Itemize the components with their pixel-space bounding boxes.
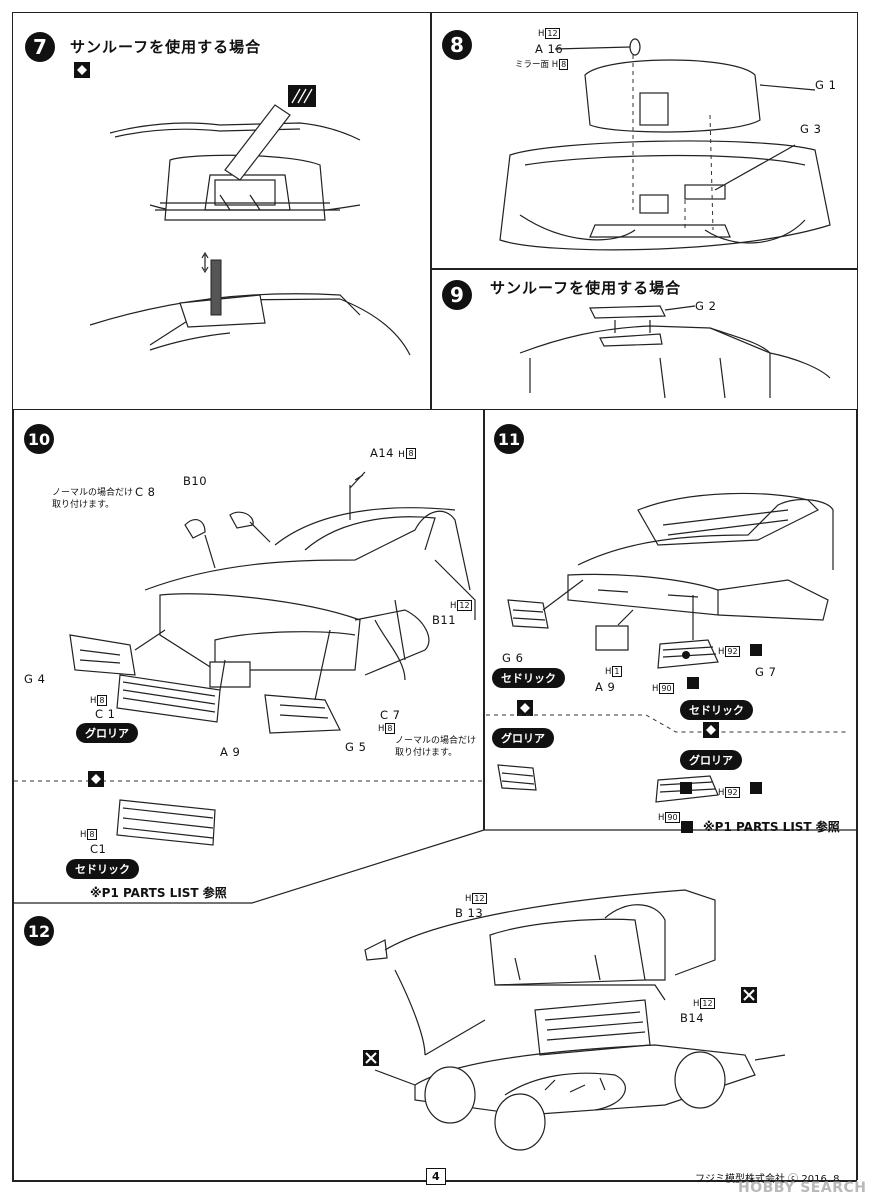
option-icon-10 <box>88 771 104 787</box>
step-7-number: 7 <box>25 32 55 62</box>
watermark: HOBBY SEARCH <box>738 1180 867 1196</box>
parts-list-ref-11: ※P1 PARTS LIST 参照 <box>703 820 840 834</box>
b14-label: B14 <box>680 1011 705 1025</box>
page-number: 4 <box>426 1168 446 1185</box>
option-icon-12b <box>363 1050 379 1066</box>
step-10-dashed-divider <box>14 780 484 782</box>
a9-label-10: A 9 <box>220 745 241 759</box>
step-8-illustration <box>499 38 831 251</box>
b11-label: B11 <box>432 613 457 627</box>
step-7-title: サンルーフを使用する場合 <box>70 38 262 56</box>
c7-label: C 7 <box>380 708 401 722</box>
g4-label: G 4 <box>24 672 46 686</box>
step-12-number: 12 <box>24 916 54 946</box>
g7-label: G 7 <box>755 665 777 679</box>
b10-label: B10 <box>183 474 208 488</box>
g5-label: G 5 <box>345 740 367 754</box>
c1-label: C 1 <box>95 707 116 721</box>
a16-label: A 16 <box>535 42 564 56</box>
gloria-badge-11a: グロリア <box>492 728 554 748</box>
company-copyright: フジミ模型株式会社 ⓒ 2016. 8 <box>695 1174 840 1185</box>
c1b-label: C1 <box>90 842 107 856</box>
cedric-badge-11: セドリック <box>492 668 565 688</box>
step-9-title: サンルーフを使用する場合 <box>490 279 682 297</box>
step-9-number: 9 <box>442 280 472 310</box>
step-8-number: 8 <box>442 30 472 60</box>
cedric-badge-11b: セドリック <box>680 700 753 720</box>
c7-note: ノーマルの場合だけ取り付けます。 <box>395 736 477 758</box>
frame-right <box>856 410 858 1180</box>
g6-label: G 6 <box>502 651 524 665</box>
step-10-12-divider <box>12 829 857 904</box>
option-icon-11a <box>517 700 533 716</box>
g2-label: G 2 <box>695 299 717 313</box>
divider-7-8 <box>430 12 432 410</box>
step-11-number: 11 <box>494 424 524 454</box>
option-icon-11b <box>703 722 719 738</box>
g1-label: G 1 <box>815 78 837 92</box>
a9-label-11: A 9 <box>595 680 616 694</box>
gloria-badge: グロリア <box>76 723 138 743</box>
step-7-illustration <box>89 85 411 356</box>
frame-left <box>12 410 14 1180</box>
cedric-badge-10: セドリック <box>66 859 139 879</box>
parts-list-ref-10: ※P1 PARTS LIST 参照 <box>90 886 227 900</box>
step-12-illustration <box>364 889 786 1151</box>
step-10-number: 10 <box>24 424 54 454</box>
step-11-illustration <box>497 492 834 833</box>
c8-label: C 8 <box>135 485 156 499</box>
c8-note: ノーマルの場合だけ取り付けます。 <box>52 488 134 510</box>
step-11-dashed-divider <box>486 714 846 733</box>
g3-label: G 3 <box>800 122 822 136</box>
cut-icon <box>74 62 90 78</box>
step-9-illustration <box>519 305 831 399</box>
frame-top <box>12 12 858 410</box>
b13-label: B 13 <box>455 906 484 920</box>
divider-10-11 <box>483 410 485 830</box>
step-10-illustration <box>69 471 476 846</box>
gloria-badge-11b: グロリア <box>680 750 742 770</box>
option-icon-12a <box>741 987 757 1003</box>
divider-8-9 <box>430 268 858 270</box>
